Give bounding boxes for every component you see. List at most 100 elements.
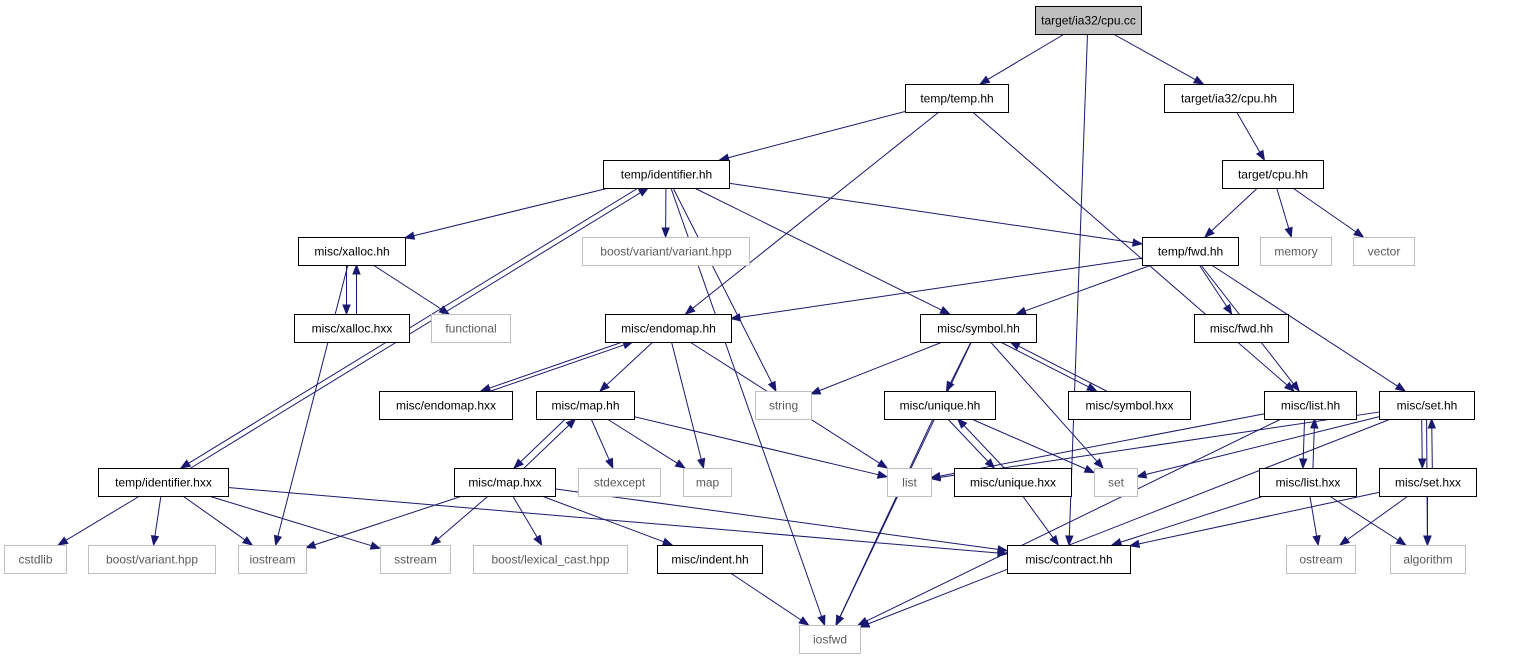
- node-box: [1353, 237, 1415, 266]
- node-label: misc/symbol.hxx: [1085, 399, 1173, 413]
- node-label: string: [769, 399, 798, 413]
- edge-arrowhead-misc_list_hxx-to-misc_list_hh: [1310, 417, 1319, 429]
- node-misc_list_hh[interactable]: misc/list.hh: [1264, 391, 1357, 420]
- edge-temp_identifier_hxx-to-sstream: [208, 495, 372, 547]
- node-box: [799, 625, 861, 654]
- node-label: misc/contract.hh: [1025, 553, 1112, 567]
- edge-arrowhead-temp_fwd_hh-to-misc_set_hh: [1394, 382, 1407, 392]
- node-list: list: [887, 468, 932, 497]
- node-label: boost/lexical_cast.hpp: [491, 553, 609, 567]
- node-label: iostream: [249, 553, 295, 567]
- nodes-layer: target/ia32/cpu.cc temp/temp.hh target/ia3…: [4, 6, 1477, 654]
- edge-temp_hh-to-temp_identifier_hh: [728, 110, 906, 159]
- node-label: misc/map.hh: [551, 399, 619, 413]
- node-temp_fwd_hh[interactable]: temp/fwd.hh: [1142, 237, 1239, 266]
- node-box: [431, 314, 511, 343]
- edge-arrowhead-misc_indent_hh-to-iosfwd: [798, 616, 810, 626]
- node-temp_identifier_hxx[interactable]: temp/identifier.hxx: [98, 468, 229, 497]
- edge-temp_identifier_hxx-to-boost_variant_hpp: [154, 495, 162, 537]
- edge-misc_list_hh-to-iosfwd: [866, 418, 1282, 622]
- node-box: [884, 391, 996, 420]
- node-misc_symbol_hh[interactable]: misc/symbol.hh: [920, 314, 1037, 343]
- node-misc_fwd_hh[interactable]: misc/fwd.hh: [1194, 314, 1289, 343]
- node-box: [1260, 237, 1332, 266]
- edge-ia32_cpu_hh-to-target_cpu_hh: [1236, 111, 1261, 153]
- node-misc_indent_hh[interactable]: misc/indent.hh: [657, 545, 763, 574]
- node-sstream: sstream: [380, 545, 451, 574]
- node-box: [294, 314, 410, 343]
- edge-arrowhead-temp_identifier_hh-to-misc_symbol_hh: [939, 306, 951, 315]
- edge-arrowhead-temp_identifier_hxx-to-temp_identifier_hh: [637, 187, 650, 197]
- edge-misc_map_hh-to-misc_map_hxx: [520, 418, 566, 463]
- edge-arrowhead-misc_unique_hxx-to-misc_contract_hh: [1049, 534, 1060, 547]
- node-box: [88, 545, 216, 574]
- node-misc_map_hh[interactable]: misc/map.hh: [536, 391, 635, 420]
- node-box: [1390, 545, 1466, 574]
- node-label: misc/set.hh: [1397, 399, 1458, 413]
- node-box: [603, 160, 730, 189]
- node-box: [473, 545, 628, 574]
- node-label: cstdlib: [18, 553, 52, 567]
- node-misc_set_hh[interactable]: misc/set.hh: [1379, 391, 1475, 420]
- edge-misc_map_hxx-to-misc_contract_hh: [554, 488, 999, 550]
- node-misc_unique_hxx[interactable]: misc/unique.hxx: [954, 468, 1072, 497]
- node-label: iosfwd: [813, 633, 847, 647]
- edge-arrowhead-temp_fwd_hh-to-misc_list_hh: [1289, 380, 1300, 393]
- node-misc_contract_hh[interactable]: misc/contract.hh: [1007, 545, 1131, 574]
- edge-arrowhead-misc_symbol_hh-to-misc_symbol_hxx: [1086, 382, 1098, 392]
- node-label: misc/fwd.hh: [1210, 322, 1273, 336]
- node-cpu_cc[interactable]: target/ia32/cpu.cc: [1035, 6, 1142, 35]
- node-misc_set_hxx[interactable]: misc/set.hxx: [1379, 468, 1477, 497]
- edge-arrowhead-temp_identifier_hxx-to-sstream: [369, 541, 382, 550]
- node-misc_xalloc_hxx[interactable]: misc/xalloc.hxx: [294, 314, 410, 343]
- edge-misc_set_hxx-to-ostream: [1346, 495, 1409, 541]
- edge-arrowhead-misc_list_hxx-to-ostream: [1312, 534, 1321, 547]
- node-misc_map_hxx[interactable]: misc/map.hxx: [454, 468, 556, 497]
- edge-arrowhead-temp_identifier_hxx-to-cstdlib: [57, 536, 69, 546]
- edge-misc_list_hxx-to-ostream: [1309, 495, 1318, 537]
- edge-cpu_cc-to-temp_hh: [987, 33, 1065, 80]
- edge-arrowhead-misc_map_hxx-to-iostream: [304, 540, 317, 549]
- node-misc_symbol_hxx[interactable]: misc/symbol.hxx: [1068, 391, 1191, 420]
- node-box: [1194, 314, 1289, 343]
- edge-arrowhead-cpu_cc-to-temp_hh: [978, 75, 991, 85]
- node-box: [1286, 545, 1356, 574]
- edge-arrowhead-misc_map_hh-to-list: [876, 470, 889, 479]
- node-box: [1164, 84, 1294, 113]
- edge-misc_set_hxx-to-misc_set_hh: [1431, 427, 1433, 469]
- node-temp_identifier_hh[interactable]: temp/identifier.hh: [603, 160, 730, 189]
- node-box: [657, 545, 763, 574]
- node-label: temp/fwd.hh: [1158, 245, 1223, 259]
- edge-arrowhead-misc_symbol_hh-to-string: [809, 386, 822, 395]
- node-temp_hh[interactable]: temp/temp.hh: [905, 84, 1009, 113]
- edge-arrowhead-misc_set_hh-to-misc_set_hxx: [1417, 458, 1427, 470]
- node-misc_endomap_hh[interactable]: misc/endomap.hh: [605, 314, 732, 343]
- edge-arrowhead-temp_identifier_hh-to-boost_variant_variant_hpp: [661, 227, 670, 239]
- node-misc_xalloc_hh[interactable]: misc/xalloc.hh: [298, 237, 406, 266]
- node-misc_unique_hh[interactable]: misc/unique.hh: [884, 391, 996, 420]
- edge-temp_hh-to-misc_endomap_hh: [692, 111, 940, 309]
- node-label: misc/unique.hxx: [970, 476, 1056, 490]
- edge-arrowhead-misc_map_hxx-to-misc_contract_hh: [997, 545, 1009, 554]
- node-ia32_cpu_hh[interactable]: target/ia32/cpu.hh: [1164, 84, 1294, 113]
- node-box: [1035, 6, 1142, 35]
- edge-arrowhead-misc_set_hxx-to-misc_contract_hh: [1128, 539, 1141, 548]
- node-box: [536, 391, 635, 420]
- node-target_cpu_hh[interactable]: target/cpu.hh: [1222, 160, 1324, 189]
- node-box: [887, 468, 932, 497]
- node-misc_endomap_hxx[interactable]: misc/endomap.hxx: [379, 391, 513, 420]
- edge-arrowhead-temp_identifier_hh-to-iosfwd: [817, 614, 826, 627]
- edge-misc_unique_hh-to-set: [971, 418, 1086, 470]
- node-box: [920, 314, 1037, 343]
- edge-misc_symbol_hh-to-set: [990, 341, 1098, 462]
- edge-misc_set_hh-to-misc_set_hxx: [1421, 418, 1423, 460]
- node-box: [1264, 391, 1357, 420]
- edge-temp_identifier_hh-to-misc_symbol_hh: [694, 187, 942, 311]
- edge-misc_symbol_hxx-to-misc_symbol_hh: [1018, 345, 1107, 392]
- edge-arrowhead-misc_map_hh-to-map: [674, 459, 686, 469]
- node-misc_list_hxx[interactable]: misc/list.hxx: [1259, 468, 1357, 497]
- edge-misc_unique_hh-to-iosfwd: [839, 418, 934, 618]
- node-label: misc/endomap.hh: [621, 322, 716, 336]
- node-box: [1068, 391, 1191, 420]
